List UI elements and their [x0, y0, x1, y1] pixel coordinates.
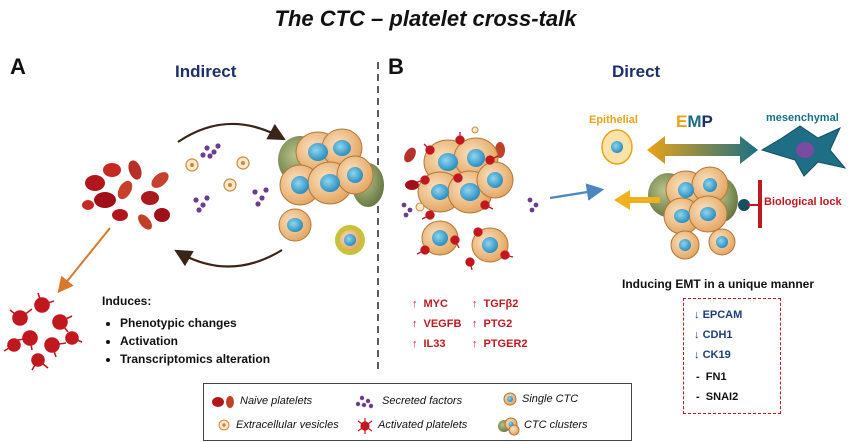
ctc-cluster-a — [278, 128, 384, 255]
gene-item: ↑IL33 — [412, 338, 446, 350]
induces-item: Phenotypic changes — [120, 314, 362, 332]
secreted-factors-legend-icon — [355, 395, 374, 409]
ctc-platelet-complex — [404, 126, 514, 271]
arrow-to-emp — [549, 183, 605, 201]
legend-icons — [212, 392, 520, 436]
extracellular-vesicles-legend-icon — [218, 419, 230, 431]
naive-platelets-legend-icon — [212, 396, 234, 408]
induces-list: Phenotypic changes Activation Transcript… — [102, 314, 362, 368]
panel-b-letter: B — [388, 54, 404, 79]
secreted-factors-b — [401, 197, 539, 218]
arrow-platelets-to-ctc — [177, 122, 286, 143]
legend-secreted-factors: Secreted factors — [382, 395, 463, 407]
legend-ctc-clusters: CTC clusters — [524, 419, 588, 431]
mesenchymal-label: mesenchymal — [766, 112, 839, 124]
naive-platelets-group — [82, 160, 170, 230]
activated-platelets-group — [3, 292, 83, 371]
biological-lock-symbol — [738, 180, 762, 228]
gene-item: ↑MYC — [412, 298, 448, 310]
marker-down-item: ↓ CDH1 — [694, 329, 733, 341]
induces-item: Activation — [120, 332, 362, 350]
marker-item: - SNAI2 — [696, 391, 739, 403]
arrow-ctc-to-platelets — [174, 249, 283, 268]
mesenchymal-cell — [760, 125, 847, 177]
ctc-cluster-b — [648, 166, 738, 260]
marker-down-item: ↓ CK19 — [694, 349, 731, 361]
single-ctc-legend-icon — [503, 392, 517, 406]
gene-item: ↑PTG2 — [472, 318, 513, 330]
legend-single-ctc: Single CTC — [522, 393, 579, 405]
marker-box: ↓ EPCAM ↓ CDH1 ↓ CK19 - FN1 - SNAI2 — [683, 298, 781, 414]
secreted-factors-a — [193, 143, 269, 213]
induces-title: Induces: — [102, 294, 152, 308]
gene-item: ↑TGFβ2 — [472, 298, 519, 310]
gene-item: ↑PTGER2 — [472, 338, 528, 350]
emt-caption: Inducing EMT in a unique manner — [622, 277, 815, 291]
marker-item: - FN1 — [696, 371, 727, 383]
panel-b-heading: Direct — [612, 62, 661, 81]
activated-platelets-legend-icon — [357, 418, 373, 434]
panel-a-letter: A — [10, 54, 26, 79]
biological-lock-label: Biological lock — [764, 196, 842, 208]
extracellular-vesicles-a — [185, 156, 250, 192]
epithelial-label: Epithelial — [589, 114, 638, 126]
legend-extracellular-vesicles: Extracellular vesicles — [236, 419, 339, 431]
upregulated-genes: ↑MYC ↑VEGFB ↑IL33 ↑TGFβ2 ↑PTG2 ↑PTGER2 — [412, 298, 552, 358]
gene-item: ↑VEGFB — [412, 318, 462, 330]
vesicle-b — [415, 202, 425, 212]
emp-label: EMP — [676, 112, 713, 131]
ctc-clusters-legend-icon — [498, 417, 520, 436]
emp-double-arrow — [647, 136, 758, 164]
panel-a-heading: Indirect — [175, 62, 237, 81]
legend: Naive platelets Extracellular vesicles S… — [203, 383, 632, 441]
induces-item: Transcriptomics alteration — [120, 350, 362, 368]
figure-title: The CTC – platelet cross-talk — [274, 6, 577, 31]
epithelial-cell — [601, 129, 633, 165]
marker-down-item: ↓ EPCAM — [694, 309, 743, 321]
induces-block: Induces: Phenotypic changes Activation T… — [102, 292, 362, 368]
legend-activated-platelets: Activated platelets — [378, 419, 468, 431]
legend-naive-platelets: Naive platelets — [240, 395, 313, 407]
yellow-back-arrow — [614, 190, 660, 210]
